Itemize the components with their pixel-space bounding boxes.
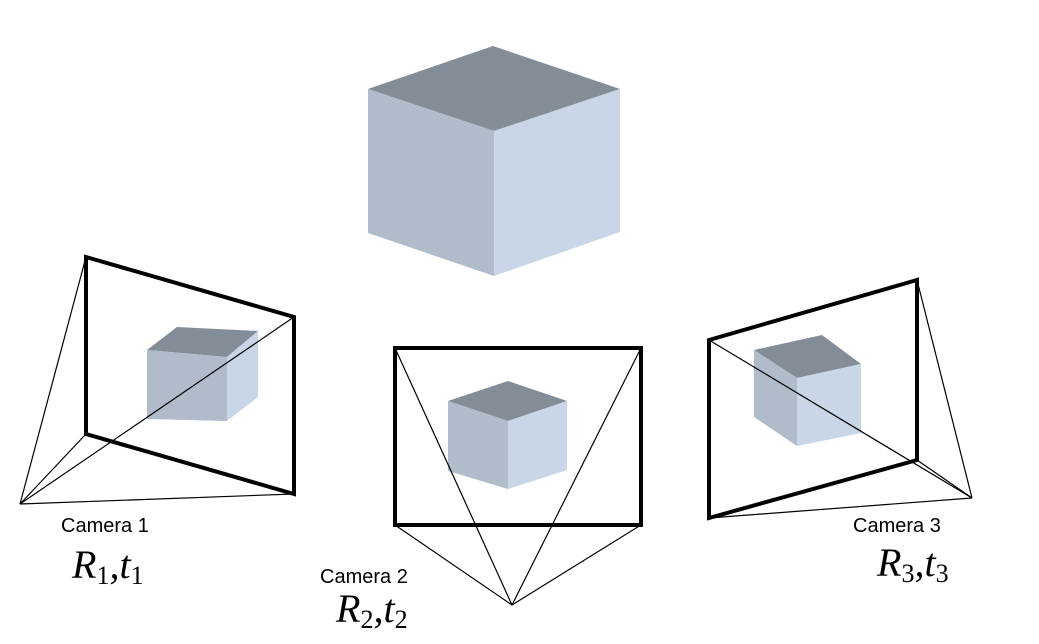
camera-2-cube-left-face	[448, 401, 508, 489]
camera-1-rotation-index: 1	[96, 561, 109, 590]
camera-1-cube-right-face	[227, 331, 258, 421]
camera-2-pose: R2,t2	[335, 586, 408, 634]
camera-3: Camera 3 R3,t3	[707, 277, 973, 588]
main-cube-top-face	[368, 46, 620, 131]
camera-2-cube-right-face	[508, 401, 567, 489]
camera-2-projection-rays	[394, 347, 642, 606]
camera-3-cube-projection	[754, 335, 861, 446]
camera-3-rotation-symbol: R	[876, 540, 901, 585]
camera-3-translation-symbol: t	[924, 540, 936, 585]
camera-1-cube-projection	[147, 327, 258, 421]
camera-1-translation-index: 1	[131, 561, 144, 590]
camera-1-projection-rays	[19, 256, 295, 505]
camera-3-cube-right-face	[797, 364, 861, 446]
main-cube-right-face	[494, 89, 620, 276]
main-cube	[368, 46, 620, 276]
camera-1-separator: ,	[109, 542, 119, 587]
camera-2-separator: ,	[373, 586, 383, 631]
camera-1-cube-left-face	[147, 350, 227, 421]
camera-2-cube-projection	[448, 381, 567, 489]
camera-3-translation-index: 3	[936, 559, 949, 588]
camera-1-cube-top-face	[147, 327, 258, 357]
camera-3-projection-rays	[708, 279, 973, 519]
camera-2-rotation-index: 2	[360, 605, 373, 634]
camera-2-translation-index: 2	[395, 605, 408, 634]
camera-2-label: Camera 2	[320, 566, 408, 588]
camera-1-pose: R1,t1	[71, 542, 144, 590]
main-cube-left-face	[368, 89, 494, 276]
camera-1-label: Camera 1	[61, 515, 149, 537]
camera-1-translation-symbol: t	[119, 542, 131, 587]
camera-2-image-plane	[393, 346, 643, 527]
camera-1-rotation-symbol: R	[71, 542, 96, 587]
camera-2: Camera 2 R2,t2	[320, 346, 643, 634]
camera-2-cube-top-face	[448, 381, 567, 421]
camera-3-pose: R3,t3	[876, 540, 949, 588]
camera-3-label: Camera 3	[853, 515, 941, 537]
camera-3-cube-top-face	[754, 335, 861, 378]
camera-2-translation-symbol: t	[383, 586, 395, 631]
camera-2-rotation-symbol: R	[335, 586, 360, 631]
camera-3-separator: ,	[914, 540, 924, 585]
camera-1: Camera 1 R1,t1	[19, 254, 296, 590]
camera-3-rotation-index: 3	[901, 559, 914, 588]
